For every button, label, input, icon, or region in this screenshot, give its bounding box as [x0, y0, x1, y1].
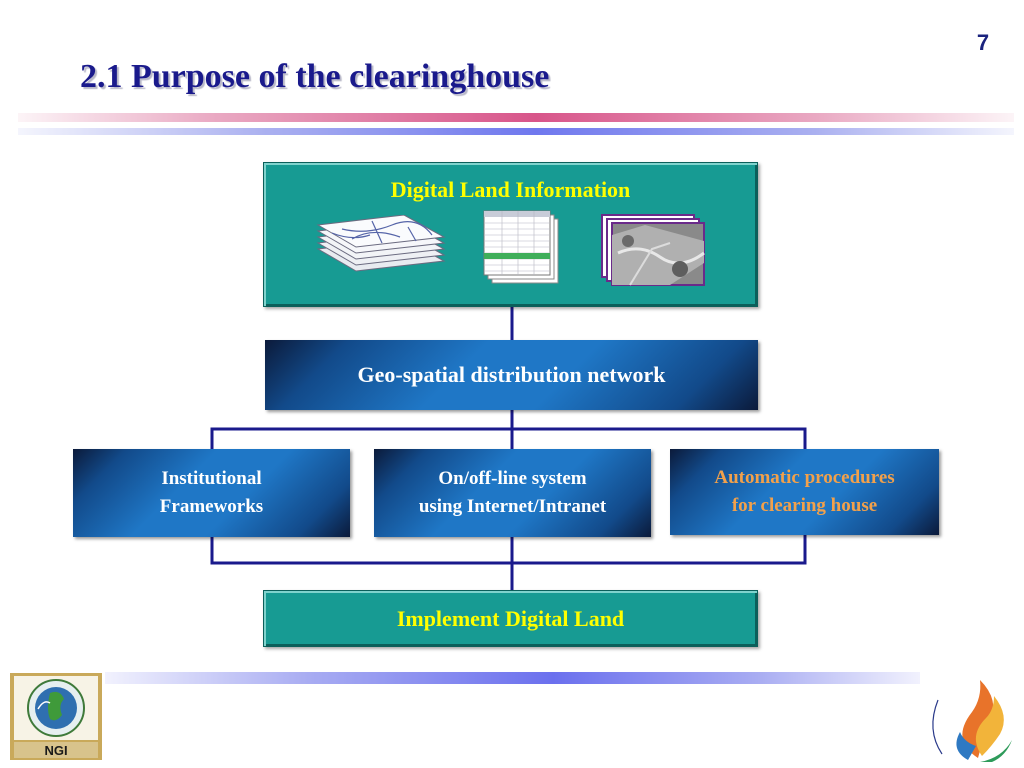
title-divider-pink: [18, 113, 1014, 122]
automatic-procedures-line1: Automatic procedures: [714, 467, 895, 488]
implement-digital-land-label: Implement Digital Land: [396, 605, 625, 631]
online-system-box: On/off-line system using Internet/Intran…: [374, 449, 651, 537]
connector-branch-bottom: [210, 535, 807, 565]
automatic-procedures-box: Automatic procedures for clearing house: [670, 449, 939, 535]
ngi-logo: NGI: [10, 673, 102, 760]
implement-digital-land-box: Implement Digital Land: [263, 590, 758, 647]
connector-branch-top: [210, 427, 807, 449]
aerial-photo-stack-icon: [601, 214, 705, 286]
stacked-map-layers-icon: [316, 215, 446, 272]
institutional-frameworks-label: Institutional Frameworks: [73, 449, 350, 537]
automatic-procedures-label: Automatic procedures for clearing house: [670, 449, 939, 535]
geo-spatial-network-box: Geo-spatial distribution network: [265, 340, 758, 410]
institutional-frameworks-line1: Institutional: [161, 468, 262, 489]
footer-divider: [105, 672, 920, 684]
university-logo: [932, 680, 1012, 762]
geo-spatial-network-label: Geo-spatial distribution network: [357, 362, 666, 387]
ngi-logo-text: NGI: [44, 743, 67, 758]
title-divider-blue: [18, 128, 1014, 135]
online-system-line1: On/off-line system: [438, 468, 587, 489]
spreadsheet-table-icon: [483, 210, 559, 284]
online-system-line2: using Internet/Intranet: [418, 496, 607, 517]
digital-land-information-title: Digital Land Information: [390, 177, 631, 202]
online-system-label: On/off-line system using Internet/Intran…: [374, 449, 651, 537]
page-number: 7: [976, 30, 990, 55]
digital-land-information-box: Digital Land Information: [263, 162, 758, 307]
automatic-procedures-line2: for clearing house: [731, 495, 878, 516]
institutional-frameworks-line2: Frameworks: [159, 496, 264, 517]
institutional-frameworks-box: Institutional Frameworks: [73, 449, 350, 537]
slide-title: 2.1 Purpose of the clearinghouse: [80, 58, 550, 95]
